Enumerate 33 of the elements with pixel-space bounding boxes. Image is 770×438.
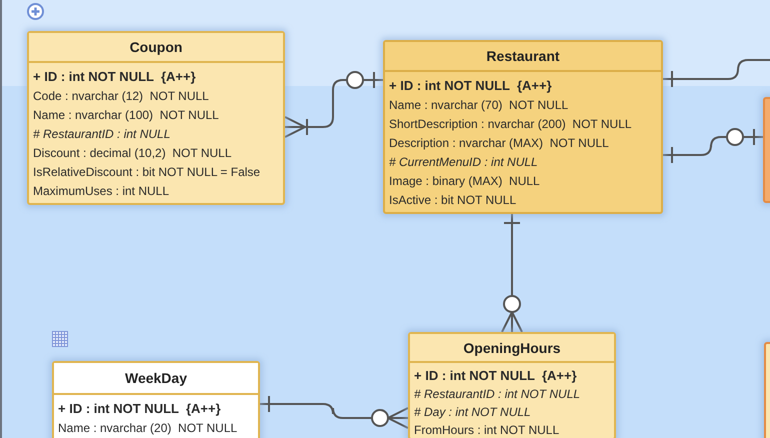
- column-definition: + ID : int NOT NULL {A++}: [58, 400, 221, 418]
- column-definition: FromHours : int NOT NULL: [414, 422, 560, 438]
- column-definition: Description : nvarchar (MAX) NOT NULL: [389, 135, 609, 152]
- entity-table: [27, 31, 285, 205]
- entity-table: [52, 361, 260, 438]
- column-definition: Discount : decimal (10,2) NOT NULL: [33, 145, 232, 162]
- relationship-line: [284, 71, 383, 138]
- table-name: Coupon: [29, 33, 283, 63]
- entity-table: [383, 40, 663, 214]
- column-definition: IsRelativeDiscount : bit NOT NULL = False: [33, 164, 260, 181]
- column-definition: + ID : int NOT NULL {A++}: [33, 68, 196, 86]
- column-definition: # CurrentMenuID : int NULL: [389, 154, 538, 171]
- column-definition: Name : nvarchar (70) NOT NULL: [389, 97, 568, 114]
- column-definition: Name : nvarchar (20) NOT NULL: [58, 420, 238, 437]
- column-definition: IsActive : bit NOT NULL: [389, 192, 516, 209]
- column-definition: ShortDescription : nvarchar (200) NOT NULL: [389, 116, 632, 133]
- column-definition: # RestaurantID : int NOT NULL: [414, 386, 580, 403]
- column-definition: # Day : int NOT NULL: [414, 404, 531, 421]
- column-definition: + ID : int NOT NULL {A++}: [414, 367, 577, 385]
- column-definition: Name : nvarchar (100) NOT NULL: [33, 107, 219, 124]
- table-name: OpeningHours: [410, 334, 614, 363]
- column-definition: # RestaurantID : int NULL: [33, 126, 170, 143]
- relationship-line: [501, 214, 523, 333]
- relationship-line: [260, 395, 409, 429]
- relationship-line: [663, 128, 763, 164]
- table-name: Restaurant: [385, 42, 661, 72]
- column-definition: Image : binary (MAX) NULL: [389, 173, 540, 190]
- column-definition: Code : nvarchar (12) NOT NULL: [33, 88, 209, 105]
- entity-table: [408, 332, 616, 438]
- column-definition: MaximumUses : int NULL: [33, 183, 170, 200]
- column-definition: + ID : int NOT NULL {A++}: [389, 77, 552, 95]
- table-name: WeekDay: [54, 363, 258, 395]
- relationship-line: [663, 59, 770, 88]
